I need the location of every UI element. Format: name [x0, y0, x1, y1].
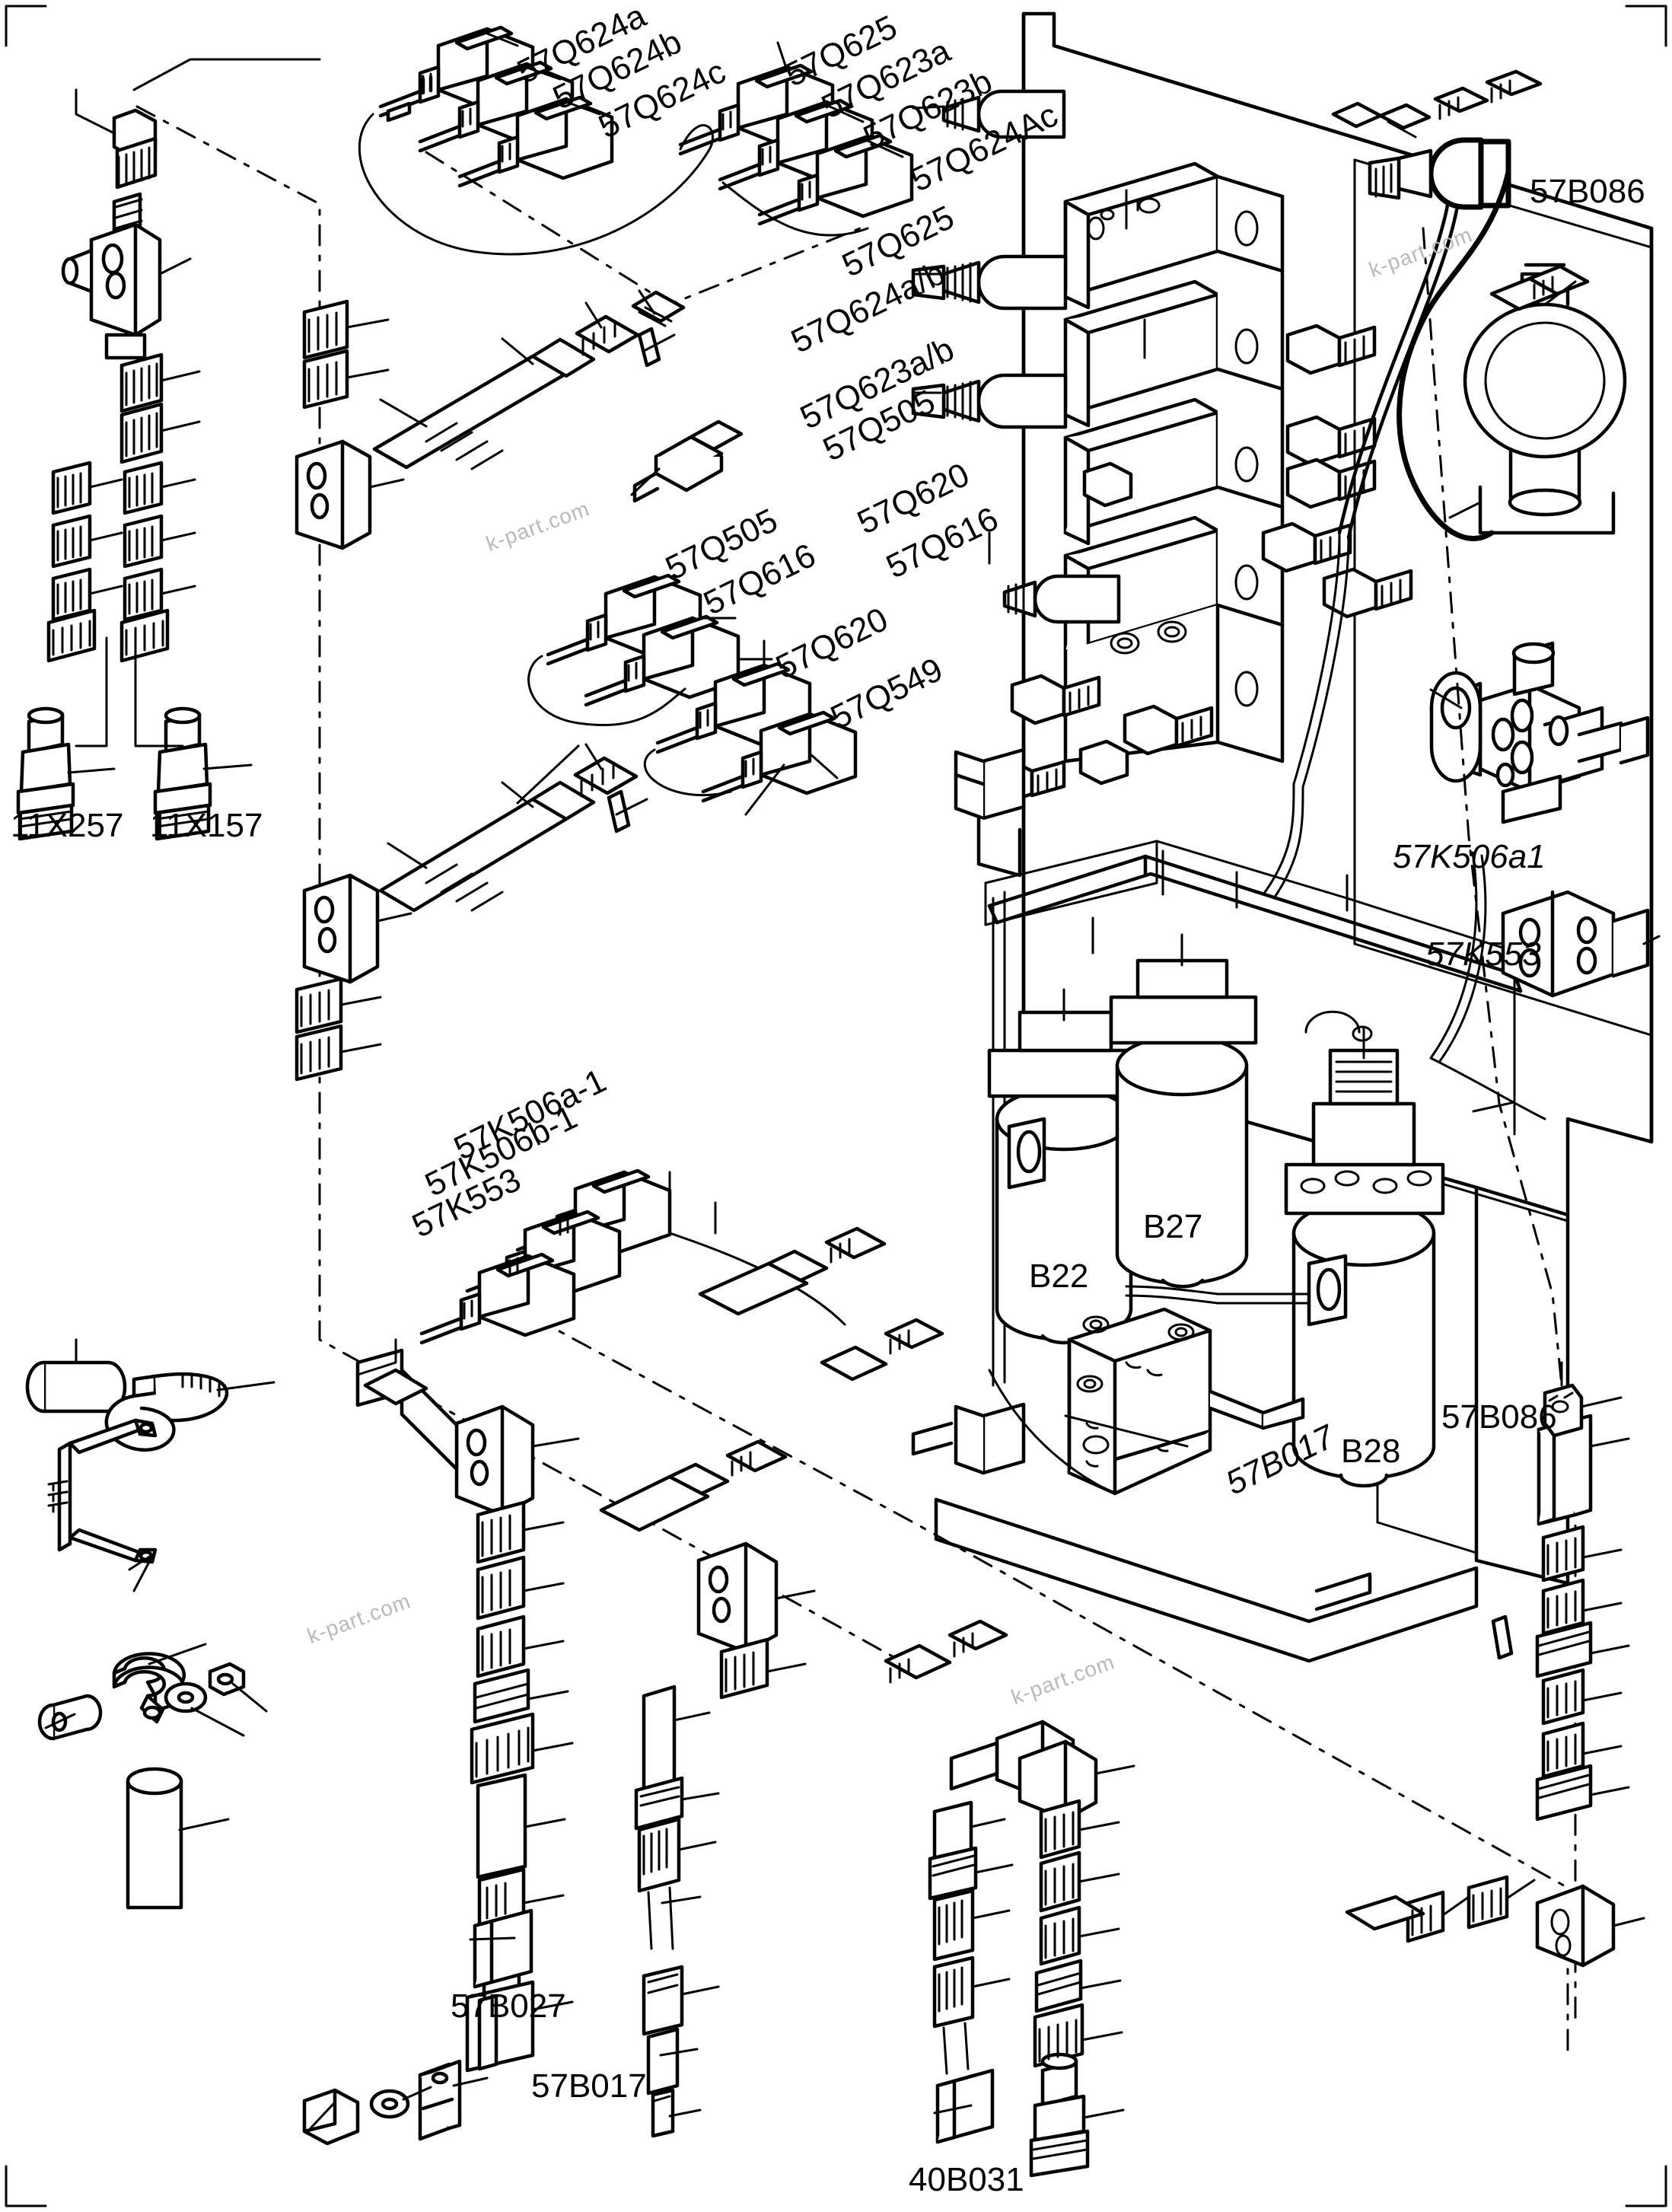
- part-label-B22: B22: [1029, 1257, 1089, 1295]
- part-label-40B031: 40B031: [909, 2161, 1024, 2198]
- part-label-57K506a1: 57K506a1: [1393, 838, 1546, 875]
- watermark: k-part.com: [1008, 1649, 1118, 1710]
- watermark: k-part.com: [304, 1589, 414, 1649]
- part-label-57Q549: 57Q549: [825, 650, 949, 737]
- part-label-57B086: 57B086: [1441, 1398, 1557, 1436]
- part-label-57B027: 57B027: [451, 1987, 566, 2025]
- part-label-11X157: 11X157: [150, 807, 263, 844]
- part-label-57B017: 57B017: [1220, 1418, 1340, 1503]
- part-label-57B017: 57B017: [531, 2067, 647, 2105]
- part-label-57K553: 57K553: [1425, 935, 1541, 973]
- part-label-11X257: 11X257: [11, 807, 124, 844]
- part-label-57B086: 57B086: [1530, 173, 1645, 210]
- watermark: k-part.com: [1365, 222, 1476, 282]
- part-label-B27: B27: [1143, 1208, 1203, 1245]
- part-label-57Q620: 57Q620: [770, 600, 894, 687]
- part-label-B28: B28: [1341, 1433, 1401, 1470]
- watermark: k-part.com: [482, 496, 593, 556]
